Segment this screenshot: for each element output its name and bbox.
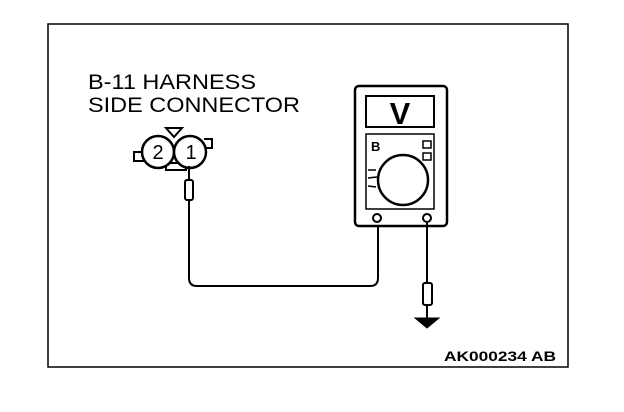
- multimeter-range-marker: B: [371, 139, 380, 154]
- connector-lock-triangle: [163, 127, 185, 139]
- multimeter-positive-terminal: [372, 213, 382, 223]
- positive-test-lead: [188, 200, 379, 287]
- connector-probe-handle: [184, 179, 194, 201]
- multimeter: V B: [353, 84, 449, 228]
- connector-left-tab: [133, 151, 150, 162]
- connector-right-tab: [204, 138, 213, 149]
- harness-connector: 2 1: [133, 127, 213, 171]
- multimeter-button-top: [422, 140, 432, 149]
- connector-title-line2: SIDE CONNECTOR: [88, 94, 300, 117]
- figure-code: AK000234 AB: [444, 348, 556, 364]
- multimeter-display: [365, 95, 435, 128]
- multimeter-range-ticks: [367, 169, 378, 188]
- connector-pin-2-label: 2: [152, 142, 163, 164]
- ground-lead: [413, 223, 441, 329]
- diagram-border: [47, 23, 569, 368]
- multimeter-button-bottom: [422, 152, 432, 161]
- multimeter-display-symbol: V: [390, 96, 411, 131]
- ground-probe-handle: [422, 282, 433, 306]
- multimeter-rotary-dial: [376, 153, 430, 207]
- connector-pin-1-label: 1: [185, 142, 196, 164]
- multimeter-negative-terminal: [422, 213, 432, 223]
- connector-title-line1: B-11 HARNESS: [88, 71, 256, 94]
- connector-probe: [184, 166, 194, 201]
- ground-symbol-icon: [413, 317, 441, 329]
